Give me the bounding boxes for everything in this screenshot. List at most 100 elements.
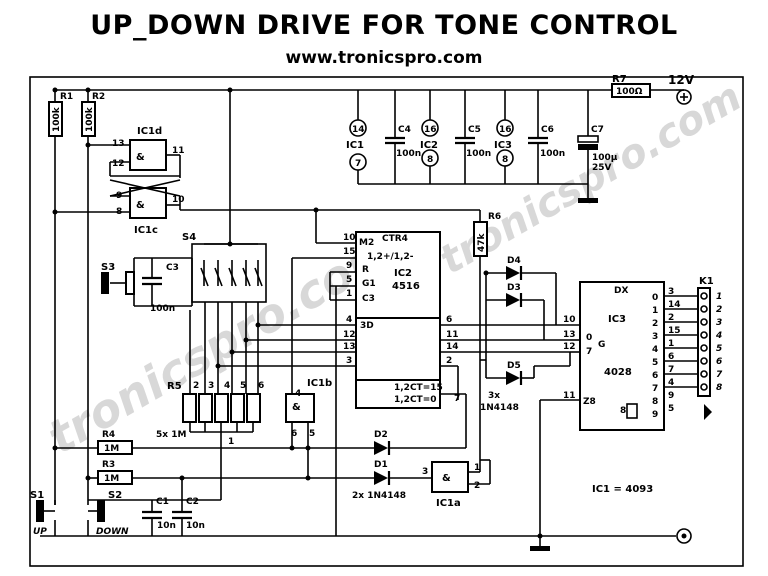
r3-resistor: 1M R3: [97, 460, 133, 485]
ic1b-pin-4: 4: [295, 389, 301, 399]
ic2-updown: 1,2+/1,2-: [367, 252, 414, 262]
ic2-supply-pin: 16: [424, 125, 437, 135]
ic3-pin-4: 4: [668, 378, 674, 388]
s3-switch: S3: [101, 262, 135, 295]
c7-label: C7: [591, 125, 604, 135]
r1-value: 100k: [52, 106, 62, 132]
ic2-c3: C3: [362, 294, 375, 304]
ic2-g1: G1: [362, 279, 376, 289]
output-arrow-icon: [704, 404, 712, 420]
r4-value: 1M: [104, 444, 119, 454]
ic3-idx-6: 6: [652, 371, 658, 381]
c3-label: C3: [166, 263, 179, 273]
ic1b-gate: & IC1b 4 6 5: [285, 378, 332, 439]
r2-resistor: 100k R2: [81, 90, 105, 137]
decoupling-section: 14 IC1 7 C4 100n 16 IC2 8 C5 100n 16 IC3…: [346, 90, 618, 203]
supply-rail: [55, 89, 692, 105]
c5-value: 100n: [466, 149, 491, 159]
ic2-pin-3: 3: [346, 356, 352, 366]
ic1-footnote: IC1 = 4093: [592, 484, 653, 495]
d3-diode: D3: [486, 283, 544, 307]
r6-label: R6: [488, 212, 501, 222]
r1-resistor: 100k R1: [48, 90, 73, 137]
ic1d-pin-12: 12: [112, 159, 125, 169]
r3-label: R3: [102, 460, 115, 470]
k1-connector: K1 1 2 3 4 5 6 7 8: [697, 276, 723, 420]
r6-value: 47k: [477, 232, 487, 252]
ic2-supply-label: IC2: [420, 140, 438, 151]
s4-pin-6: 6: [258, 381, 264, 391]
k1-pin-6: 6: [716, 357, 722, 367]
c1-label: C1: [156, 497, 169, 507]
ic2-counter: CTR4 IC2 4516 M2 1,2+/1,2- R G1 C3 3D 1,…: [343, 231, 460, 409]
ic2-pin-7: 7: [454, 394, 460, 404]
ic2-pin-11: 11: [446, 330, 459, 340]
s2-label: S2: [108, 490, 122, 501]
ic3-pin-9: 9: [668, 391, 674, 401]
c2-label: C2: [186, 497, 199, 507]
s1-label: S1: [30, 490, 44, 501]
c6-value: 100n: [540, 149, 565, 159]
ic3-idx-8: 8: [652, 397, 658, 407]
c2-capacitor: C2 10n: [172, 478, 205, 536]
ic3-idx-1: 1: [652, 306, 658, 316]
ic1a-gate: & IC1a 3 1 2: [422, 461, 480, 509]
r7-value: 100Ω: [616, 87, 643, 97]
c1-capacitor: C1 10n: [142, 497, 176, 536]
ic3-gnd-pin: 8: [502, 155, 508, 165]
ic3-idx-9: 9: [652, 410, 658, 420]
s4-pin-2: 2: [193, 381, 199, 391]
ic1b-pin-5: 5: [309, 429, 315, 439]
ic2-pin-14: 14: [446, 342, 459, 352]
d1d2-type: 2x 1N4148: [352, 491, 406, 501]
ic1c-pin-10: 10: [172, 195, 185, 205]
ic3-supply-pin: 16: [499, 125, 512, 135]
r7-label: R7: [612, 74, 627, 85]
ic2-ctr: CTR4: [382, 234, 408, 244]
ic1b-pin-6: 6: [291, 429, 297, 439]
ic1c-label: IC1c: [134, 225, 158, 236]
ic3-idx-3: 3: [652, 332, 658, 342]
ic2-note2: 1,2CT=0: [394, 395, 437, 405]
s4-label: S4: [182, 232, 196, 243]
k1-pin-5: 5: [716, 344, 722, 354]
ground-symbol: [530, 546, 550, 551]
s4-pin-3: 3: [208, 381, 214, 391]
ic3-pin-2: 2: [668, 313, 674, 323]
website-url: www.tronicspro.com: [285, 48, 483, 68]
k1-pin-2: 2: [716, 305, 722, 315]
ic3-part: 4028: [604, 367, 632, 378]
d4-label: D4: [507, 256, 521, 266]
ic2-pin-1: 1: [346, 289, 352, 299]
r6-resistor: 47k R6: [473, 210, 501, 470]
s2-down-label: DOWN: [96, 527, 129, 537]
c4-label: C4: [398, 125, 411, 135]
r7-resistor: R7 100Ω: [611, 74, 651, 98]
r1-label: R1: [60, 92, 73, 102]
ic2-3d: 3D: [360, 321, 374, 331]
r5-value: 5x 1M: [156, 430, 186, 440]
c6-label: C6: [541, 125, 554, 135]
ic1a-label: IC1a: [436, 498, 461, 509]
d5-diode: D5 3x 1N4148: [480, 361, 535, 413]
s2-switch: S2 DOWN: [88, 490, 129, 537]
ground-terminal: [676, 528, 692, 544]
ic3-label: IC3: [608, 314, 626, 325]
d3d5-count: 3x: [488, 391, 500, 401]
r4-resistor: 1M R4: [97, 430, 133, 455]
ic3-dx: DX: [614, 286, 628, 296]
ic1d-symbol: &: [136, 152, 145, 163]
ic1-gnd-pin: 7: [355, 159, 361, 169]
c7-voltage: 25V: [592, 163, 612, 173]
ic2-pin-15: 15: [343, 247, 356, 257]
d2-diode: D2: [374, 430, 391, 455]
ic3-pin-3: 3: [668, 287, 674, 297]
ic3-pin-6: 6: [668, 352, 674, 362]
decoupling-ground: [578, 198, 598, 203]
k1-pin-3: 3: [716, 318, 722, 328]
ic3-supply-label: IC3: [494, 140, 512, 151]
ic3-pin-7: 7: [668, 365, 674, 375]
s1-switch: S1 UP: [30, 490, 55, 537]
s4-pin-5: 5: [240, 381, 246, 391]
r4-label: R4: [102, 430, 115, 440]
